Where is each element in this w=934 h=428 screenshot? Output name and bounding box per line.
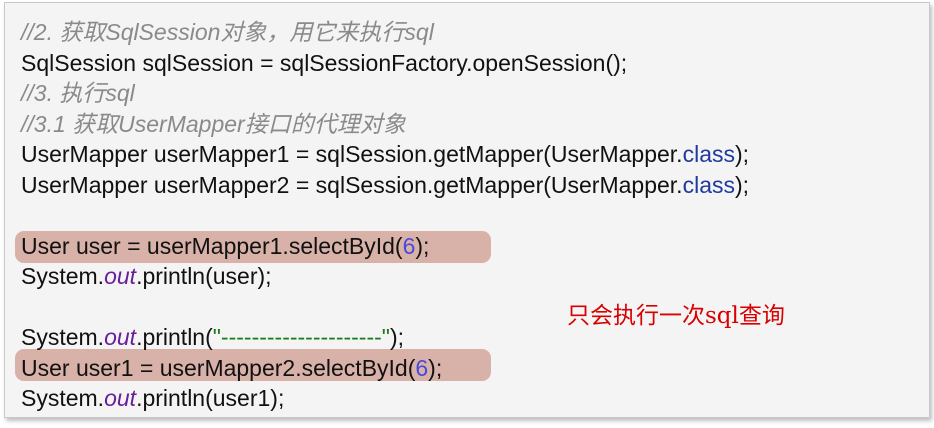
field-token: out xyxy=(104,385,137,411)
code-line: System.out.println("--------------------… xyxy=(21,322,749,353)
code-text: ); xyxy=(734,141,750,167)
code-line: UserMapper userMapper2 = sqlSession.getM… xyxy=(21,170,749,201)
number-token: 6 xyxy=(402,232,416,259)
highlight-select-user xyxy=(15,231,491,263)
code-text: ); xyxy=(389,324,404,350)
comment-line: //3. 执行sql xyxy=(21,80,135,106)
code-text: System. xyxy=(21,385,105,411)
code-line: UserMapper userMapper1 = sqlSession.getM… xyxy=(21,139,749,170)
code-line: User user = userMapper1.selectById(6); xyxy=(21,231,749,262)
field-token: out xyxy=(104,263,137,289)
code-text: UserMapper userMapper2 = sqlSession.getM… xyxy=(21,171,683,198)
code-text: .println(user1); xyxy=(136,385,285,411)
code-text: ); xyxy=(734,171,750,198)
field-token: out xyxy=(104,324,137,350)
highlight-select-user1 xyxy=(15,349,491,381)
code-text: UserMapper userMapper1 = sqlSession.getM… xyxy=(21,141,683,167)
comment-line: //3.1 获取UserMapper接口的代理对象 xyxy=(21,110,406,137)
number-token: 6 xyxy=(415,354,429,381)
code-panel: //2. 获取SqlSession对象，用它来执行sql SqlSession … xyxy=(4,2,930,418)
code-text: System. xyxy=(21,324,105,350)
code-text: ); xyxy=(415,232,430,259)
code-line: SqlSession sqlSession = sqlSessionFactor… xyxy=(21,49,628,76)
blank-line xyxy=(21,200,749,231)
code-line: System.out.println(user); xyxy=(21,261,749,292)
code-line: User user1 = userMapper2.selectById(6); xyxy=(21,353,749,384)
code-text: User user = userMapper1.selectById( xyxy=(21,232,403,259)
code-text: User user1 = userMapper2.selectById( xyxy=(21,354,416,381)
keyword-token: class xyxy=(682,171,735,198)
code-line: System.out.println(user1); xyxy=(21,383,749,414)
code-block: //2. 获取SqlSession对象，用它来执行sql SqlSession … xyxy=(21,17,749,414)
string-token: "---------------------" xyxy=(212,324,390,350)
code-text: .println( xyxy=(136,324,213,350)
code-text: ); xyxy=(428,354,443,381)
annotation-text: 只会执行一次sql查询 xyxy=(567,303,785,329)
code-text: System. xyxy=(21,263,105,289)
code-text: .println(user); xyxy=(136,263,272,289)
comment-line: //2. 获取SqlSession对象，用它来执行sql xyxy=(21,19,434,45)
keyword-token: class xyxy=(682,141,735,167)
